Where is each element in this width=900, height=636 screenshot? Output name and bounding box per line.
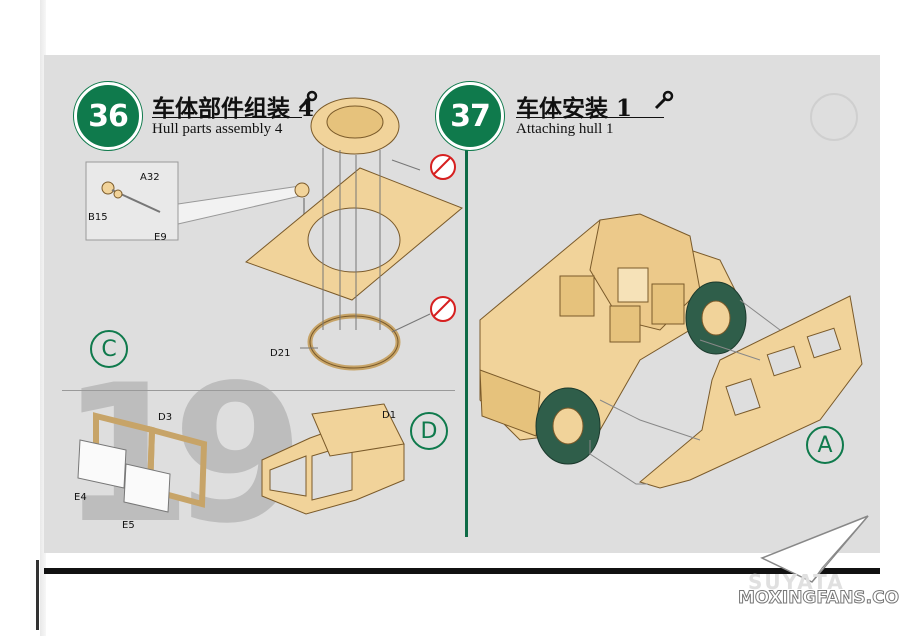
part-label: B15 <box>88 212 108 223</box>
subassembly-d-marker: D <box>410 412 448 450</box>
part-label: E9 <box>154 232 167 243</box>
wrench-icon <box>652 88 676 118</box>
no-glue-icon <box>430 154 456 180</box>
step-36-title-en: Hull parts assembly 4 <box>152 121 283 137</box>
step-37-badge: 37 <box>436 82 504 150</box>
page-footer-rule <box>44 568 880 574</box>
subassembly-divider <box>62 390 455 391</box>
panel-a-marker: A <box>806 426 844 464</box>
watermark-brand: SUYATA <box>748 570 845 594</box>
ghost-step-marker <box>810 93 858 141</box>
binding-edge <box>40 0 46 636</box>
step-36-badge: 36 <box>74 82 142 150</box>
step-37-title-en: Attaching hull 1 <box>516 121 614 137</box>
wrench-icon <box>296 88 320 118</box>
binding-mark <box>36 560 39 630</box>
part-label: E4 <box>74 492 87 503</box>
watermark-site: MOXINGFANS.COM <box>738 588 900 609</box>
paper-plane-logo <box>760 515 869 583</box>
subassembly-c-marker: C <box>90 330 128 368</box>
part-label: D1 <box>382 410 397 421</box>
part-label: A32 <box>140 172 160 183</box>
step-37-title-rule <box>516 117 664 118</box>
part-label: E5 <box>122 520 135 531</box>
step-divider <box>465 92 468 537</box>
step-36-title-rule <box>152 117 302 118</box>
no-glue-icon <box>430 296 456 322</box>
part-label: D21 <box>270 348 291 359</box>
part-label: D3 <box>158 412 173 423</box>
